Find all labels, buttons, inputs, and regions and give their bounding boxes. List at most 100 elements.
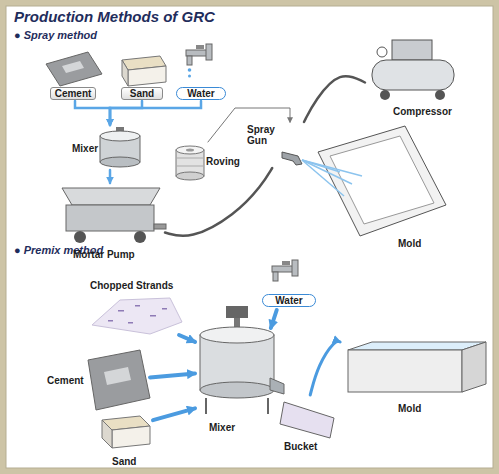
mixer-motor: [226, 306, 248, 318]
connector: [109, 170, 112, 183]
component-label: Chopped Strands: [90, 280, 180, 291]
pump-hopper: [62, 188, 160, 205]
spray-mold: [318, 126, 446, 236]
component-label: Mixer: [209, 422, 249, 433]
roving-texture: [176, 158, 204, 159]
mixer-leg: [205, 398, 207, 414]
bag-label: [62, 61, 84, 73]
water-drop: [188, 68, 192, 72]
component-label: Mold: [398, 403, 438, 414]
spray-jet: [302, 160, 362, 176]
component-node: Mortar Pump: [55, 183, 165, 263]
cement-bag: [46, 52, 102, 86]
roving-texture: [176, 166, 204, 167]
component-label: Roving: [206, 156, 242, 167]
compressor-wheel: [435, 90, 445, 100]
connector: [310, 341, 340, 395]
compressor-wheel: [380, 90, 390, 100]
component-label: Water: [176, 87, 226, 100]
premix-mold: [462, 342, 486, 392]
sand-box: [112, 426, 150, 448]
bucket: [280, 402, 334, 438]
spray-gun: [282, 152, 302, 165]
roving-spool: [176, 172, 204, 180]
tap-spout: [187, 56, 192, 65]
water-tap: [272, 266, 294, 272]
pump-outlet: [154, 224, 166, 229]
strand: [162, 308, 167, 310]
pump-body: [66, 205, 154, 231]
connector: [179, 335, 195, 342]
component-node: Water: [174, 42, 228, 101]
component-node: Sand: [98, 412, 153, 468]
tap-spout: [273, 272, 278, 281]
component-node: Mold: [308, 122, 450, 254]
connector: [304, 76, 365, 122]
component-label: Mortar Pump: [73, 249, 153, 260]
component-label: Sand: [112, 456, 142, 467]
cement-bag: [88, 350, 150, 410]
compressor-motor: [392, 40, 432, 60]
connector: [208, 108, 290, 142]
water-drop: [188, 75, 191, 78]
strand: [150, 315, 156, 317]
mixer-spout: [270, 378, 284, 394]
sand-box: [102, 420, 112, 448]
strand: [135, 305, 140, 307]
component-node: Cement: [44, 50, 104, 101]
component-label: Water: [262, 294, 316, 307]
component-label: Compressor: [393, 106, 463, 117]
component-node: Sand: [117, 50, 167, 101]
component-label: Bucket: [284, 441, 328, 452]
connector: [110, 101, 201, 125]
pressure-gauge: [377, 47, 387, 57]
water-tap: [186, 50, 208, 56]
mixer-leg: [267, 398, 269, 414]
tap-handle: [196, 45, 204, 49]
roving-core: [186, 149, 194, 152]
roving-spool: [176, 146, 204, 154]
diagram-title: Production Methods of GRC: [14, 8, 215, 25]
water-tap: [206, 44, 212, 60]
spray-mold-cavity: [330, 136, 434, 224]
component-node: Mixer: [70, 125, 150, 170]
pump-wheel: [134, 231, 146, 243]
connector: [271, 310, 277, 328]
component-node: Cement: [45, 348, 150, 410]
component-node: Bucket: [282, 395, 340, 455]
strand: [118, 310, 124, 312]
component-label: Mixer: [72, 143, 102, 154]
connector: [165, 168, 272, 236]
mixer-drum: [100, 157, 140, 167]
component-label: Cement: [50, 87, 96, 100]
compressor-tank: [372, 60, 454, 90]
chopped-strands: [92, 298, 182, 334]
connector: [150, 373, 195, 377]
water-tap: [292, 260, 298, 276]
mixer-drum: [200, 327, 274, 343]
connector: [153, 408, 195, 420]
component-node: Chopped Strands: [90, 280, 180, 335]
component-label: Spray Gun: [247, 124, 281, 146]
strand: [108, 320, 113, 322]
component-node: Spray Gun: [243, 122, 305, 168]
component-node: Mold: [340, 335, 488, 420]
strand: [128, 322, 133, 324]
component-node: Water: [258, 262, 320, 310]
connector: [110, 101, 142, 125]
tap-handle: [282, 261, 290, 265]
mixer-drum: [200, 382, 274, 398]
bag-label: [104, 367, 131, 385]
component-node: Roving: [172, 142, 242, 182]
component-label: Cement: [47, 375, 89, 386]
mixer-drum: [100, 131, 140, 141]
component-label: Sand: [121, 87, 163, 100]
panel-background: [6, 6, 493, 468]
connector: [75, 101, 110, 125]
pump-wheel: [74, 231, 86, 243]
section-heading: ● Spray method: [14, 29, 97, 41]
premix-mold: [348, 350, 462, 392]
component-node: Compressor: [365, 28, 465, 120]
